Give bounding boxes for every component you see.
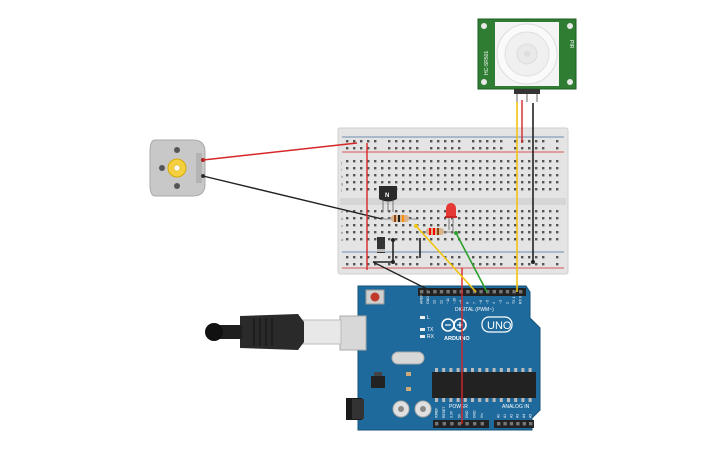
wire-black-motor bbox=[202, 175, 383, 220]
row-label: a bbox=[341, 237, 344, 242]
base-resistor[interactable] bbox=[382, 215, 416, 222]
npn-transistor[interactable]: N bbox=[379, 186, 397, 212]
wire-green-signal bbox=[455, 232, 488, 293]
breadboard-jumpers bbox=[373, 103, 535, 264]
digital-pin-label: AREF bbox=[420, 294, 424, 304]
led-label-tx: TX bbox=[427, 327, 434, 333]
microcontroller-pins bbox=[435, 368, 532, 402]
digital-pin-label: GND bbox=[426, 296, 430, 304]
power-pin-label: RESET bbox=[442, 407, 446, 418]
pir-side-label-right: PIR bbox=[568, 40, 574, 49]
row-label: f bbox=[341, 188, 343, 193]
digital-pin-label: ~11 bbox=[446, 298, 450, 304]
analog-pin-label: A3 bbox=[516, 414, 520, 418]
power-pin-label: IOREF bbox=[435, 408, 439, 418]
row-label: g bbox=[341, 181, 343, 186]
row-label: c bbox=[341, 223, 343, 228]
arduino-model: UNO bbox=[487, 320, 512, 332]
usb-cable[interactable] bbox=[205, 314, 367, 351]
analog-pin-label: A2 bbox=[509, 414, 513, 418]
led-resistor[interactable] bbox=[420, 228, 452, 235]
row-label: j bbox=[340, 160, 342, 165]
digital-pin-label: 13 bbox=[433, 300, 437, 304]
row-label: i bbox=[341, 167, 342, 172]
power-pin-label: 5V bbox=[457, 413, 461, 418]
digital-pin-label: ~9 bbox=[459, 300, 463, 304]
wire-yellow-signal bbox=[415, 225, 477, 293]
power-header-label: POWER bbox=[449, 404, 468, 410]
row-label: b bbox=[341, 230, 344, 235]
digital-pin-label: ~6 bbox=[479, 300, 483, 304]
dc-motor[interactable] bbox=[149, 139, 206, 197]
arduino-logo-icon bbox=[441, 318, 467, 332]
power-pin-label: GND bbox=[473, 410, 477, 418]
digital-pin-label: ~5 bbox=[486, 300, 490, 304]
flyback-diode[interactable] bbox=[377, 237, 385, 253]
led-label-rx: RX bbox=[427, 334, 435, 340]
analog-pin-label: A5 bbox=[529, 414, 533, 418]
analog-pin-label: A1 bbox=[503, 414, 507, 418]
breadboard-row-labels: j i h g f e d c b a bbox=[340, 160, 344, 242]
digital-pin-label: ~3 bbox=[499, 300, 503, 304]
row-label: e bbox=[341, 209, 344, 214]
digital-pin-label: 4 bbox=[492, 302, 496, 304]
analog-pin-label: A0 bbox=[497, 414, 501, 418]
red-led[interactable] bbox=[445, 203, 457, 232]
wire-black-gnd bbox=[372, 261, 434, 293]
analog-header-label: ANALOG IN bbox=[502, 404, 530, 410]
arduino-brand: ARDUINO bbox=[444, 336, 470, 342]
row-label: d bbox=[341, 216, 343, 221]
pir-sensor[interactable]: HC-SR501 PIR bbox=[477, 18, 577, 102]
breadboard-holes bbox=[346, 140, 559, 266]
power-pin-label: GND bbox=[465, 410, 469, 418]
digital-pin-label: RX 0 bbox=[519, 296, 523, 304]
wires bbox=[202, 100, 523, 424]
power-pin-label: Vin bbox=[480, 413, 484, 418]
transistor-label: N bbox=[385, 193, 389, 199]
digital-header-label: DIGITAL (PWM~) bbox=[455, 307, 494, 313]
pir-side-label-left: HC-SR501 bbox=[484, 51, 490, 75]
digital-pin-label: 2 bbox=[505, 302, 509, 304]
analog-pin-label: A4 bbox=[522, 414, 526, 418]
bottom-header-holes bbox=[435, 422, 533, 426]
wire-red-motor bbox=[202, 142, 358, 161]
digital-pin-label: 8 bbox=[466, 302, 470, 304]
digital-pin-label: 12 bbox=[439, 300, 443, 304]
digital-pin-label: TX 1 bbox=[512, 296, 516, 304]
led-label-l: L bbox=[427, 315, 430, 321]
digital-pin-label: ~10 bbox=[453, 298, 457, 304]
digital-pin-label: 7 bbox=[472, 302, 476, 304]
power-pin-label: 3.3V bbox=[450, 410, 454, 418]
row-label: h bbox=[341, 174, 343, 179]
